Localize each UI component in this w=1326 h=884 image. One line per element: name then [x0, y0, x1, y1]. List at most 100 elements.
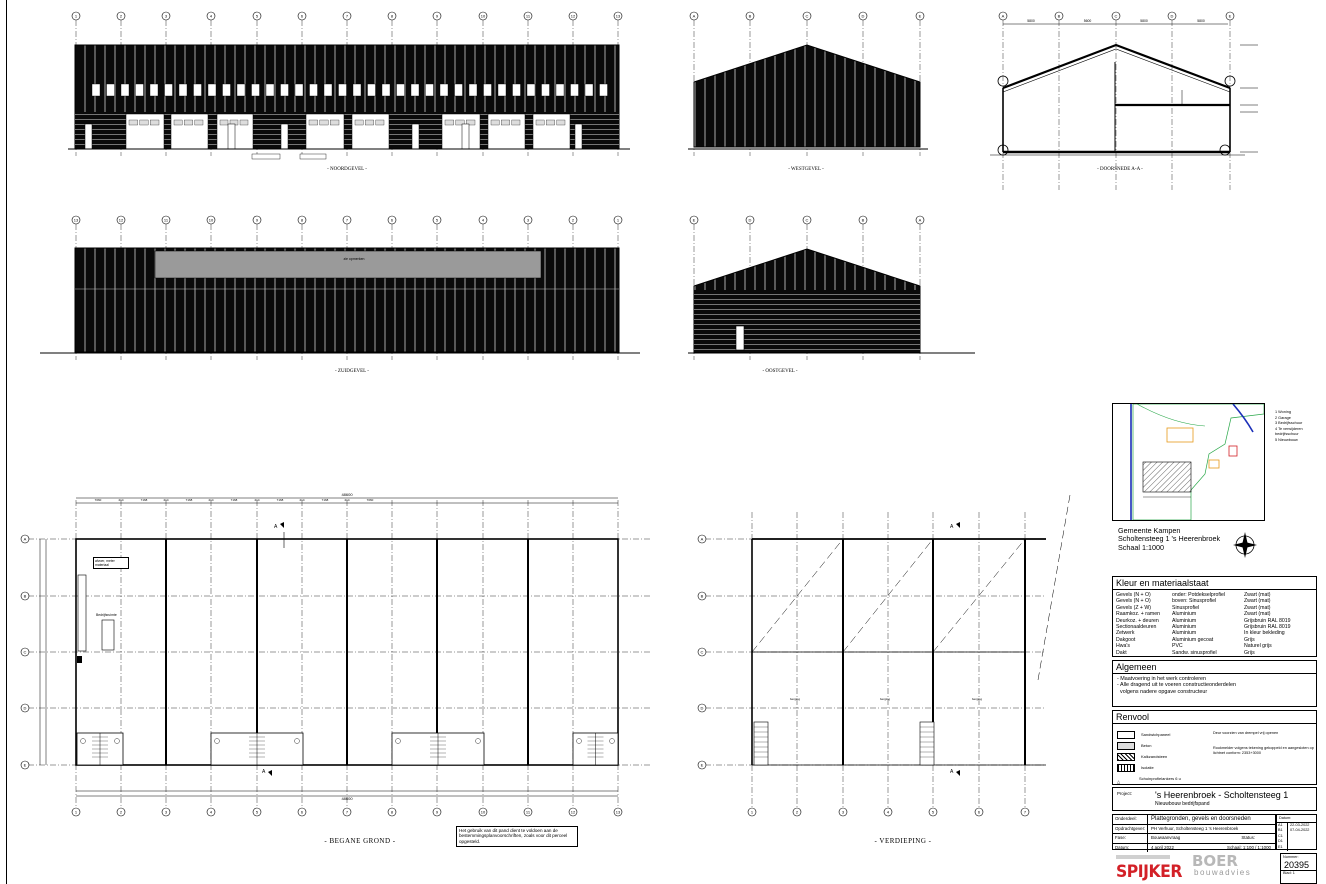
dimension-value: 5800 — [1140, 19, 1148, 23]
info-row: Opdrachtgever:PH Verhuur, Scholtensteeg … — [1113, 824, 1275, 834]
window — [410, 83, 420, 97]
section-arrow-icon — [956, 522, 960, 528]
grid-bubble — [20, 760, 30, 770]
door-window — [455, 119, 465, 126]
material-cell: Grijsbruin RAL 8019 — [1244, 624, 1291, 631]
bay-dimension: 214 — [254, 498, 259, 502]
grid-bubble — [432, 215, 442, 225]
north-arrow-icon — [1233, 532, 1257, 558]
grid-label: 6 — [301, 810, 304, 815]
grid-label: C — [701, 650, 704, 655]
project-name: 's Heerenbroek - Scholtensteeg 1 — [1155, 790, 1289, 800]
window — [454, 83, 463, 97]
section-arrow-icon — [280, 522, 284, 528]
revision-row: E1 — [1277, 844, 1316, 851]
entrance-door — [461, 123, 470, 150]
dimension-value: 5800 — [1027, 19, 1035, 23]
oostgevel-title: - OOSTGEVEL - — [762, 369, 797, 374]
grid-label: 10 — [209, 218, 214, 223]
bay-dimension: 214 — [299, 498, 304, 502]
grid-label: 5 — [256, 810, 259, 815]
window — [91, 83, 101, 97]
site-map-drawing — [1130, 403, 1265, 521]
door-window — [150, 119, 160, 126]
grid-bubble — [1167, 11, 1177, 21]
revision-header: Datum: — [1277, 815, 1316, 823]
general-item: - Maatvoering in het werk controleren — [1117, 676, 1206, 682]
sectional-door — [441, 113, 481, 150]
zuidgevel-light-panel — [154, 250, 542, 279]
general-notes: Algemeen - Maatvoering in het werk contr… — [1112, 660, 1317, 707]
info-value: PH Verhuur, Scholtensteeg 1 's Heerenbro… — [1151, 825, 1239, 831]
grid-label: B — [24, 594, 27, 599]
room-label: berging — [790, 697, 800, 701]
material-cell: Raamkoz. + ramen — [1116, 611, 1160, 618]
grid-label: 10 — [481, 14, 486, 19]
grid-bubble — [697, 647, 707, 657]
grid-bubble — [883, 807, 893, 817]
grid-bubble — [432, 807, 442, 817]
material-cell: Zwart (mat) — [1244, 598, 1271, 605]
window — [541, 83, 550, 97]
grid-bubble — [802, 11, 812, 21]
company-logo: SPIJKER BOER bouwadvies — [1112, 852, 1276, 884]
window — [222, 83, 231, 97]
sectional-door — [170, 113, 209, 150]
storage-rack — [77, 574, 87, 652]
grid-bubble — [792, 807, 802, 817]
window — [468, 83, 478, 97]
revision-row: D1 — [1277, 839, 1316, 845]
bay-dimension: 214 — [344, 498, 349, 502]
grid-label: D — [701, 706, 704, 711]
grid-label: 8 — [301, 218, 304, 223]
material-cell: Naturel grijs — [1244, 643, 1272, 650]
renvooi-item: Sandwichpaneel — [1117, 729, 1197, 740]
grid-bubble — [116, 215, 126, 225]
meter-tag: afvoer, meter materiaal — [93, 557, 129, 569]
section-aa-title: - DOORSNEDE A-A - — [1097, 167, 1143, 172]
door-window — [173, 119, 183, 126]
door-window — [375, 119, 385, 126]
grid-bubble — [974, 807, 984, 817]
door-window — [239, 119, 249, 126]
grid-bubble — [20, 703, 30, 713]
begane-grond-overall-dim-bottom: 48600 — [341, 796, 353, 801]
door-window — [490, 119, 500, 126]
sectional-door — [125, 113, 165, 150]
meter-cabinet — [77, 656, 82, 663]
grid-bubble — [387, 215, 397, 225]
door-window — [330, 119, 340, 126]
window — [497, 83, 507, 97]
dimension-value: 5800 — [1197, 19, 1205, 23]
drawing-info: Onderdeel:Plattegronden, gevels en doors… — [1112, 814, 1276, 852]
grid-label: 9 — [436, 810, 439, 815]
window — [106, 83, 115, 97]
grid-bubble — [523, 807, 533, 817]
window — [149, 83, 159, 97]
toilet-icon — [114, 738, 120, 744]
grid-bubble — [697, 534, 707, 544]
grid-label: D — [862, 14, 865, 19]
info-label: Opdrachtgever: — [1113, 824, 1148, 833]
grid-label: 10 — [481, 810, 486, 815]
grid-label: 6 — [978, 810, 981, 815]
material-cell: Zwart (mat) — [1244, 611, 1271, 618]
revision-row: C1 — [1277, 833, 1316, 840]
grid-label: 2 — [120, 810, 123, 815]
door-window — [194, 119, 204, 126]
section-arrow-icon — [268, 770, 272, 776]
window — [236, 83, 246, 97]
window — [251, 83, 260, 97]
info-row: Onderdeel:Plattegronden, gevels en doors… — [1113, 815, 1275, 825]
grid-label: 9 — [256, 218, 259, 223]
grid-bubble — [206, 215, 216, 225]
grid-bubble — [689, 215, 699, 225]
drawing-number: 20395 — [1284, 860, 1310, 870]
grid-bubble — [915, 11, 925, 21]
grid-bubble — [928, 807, 938, 817]
